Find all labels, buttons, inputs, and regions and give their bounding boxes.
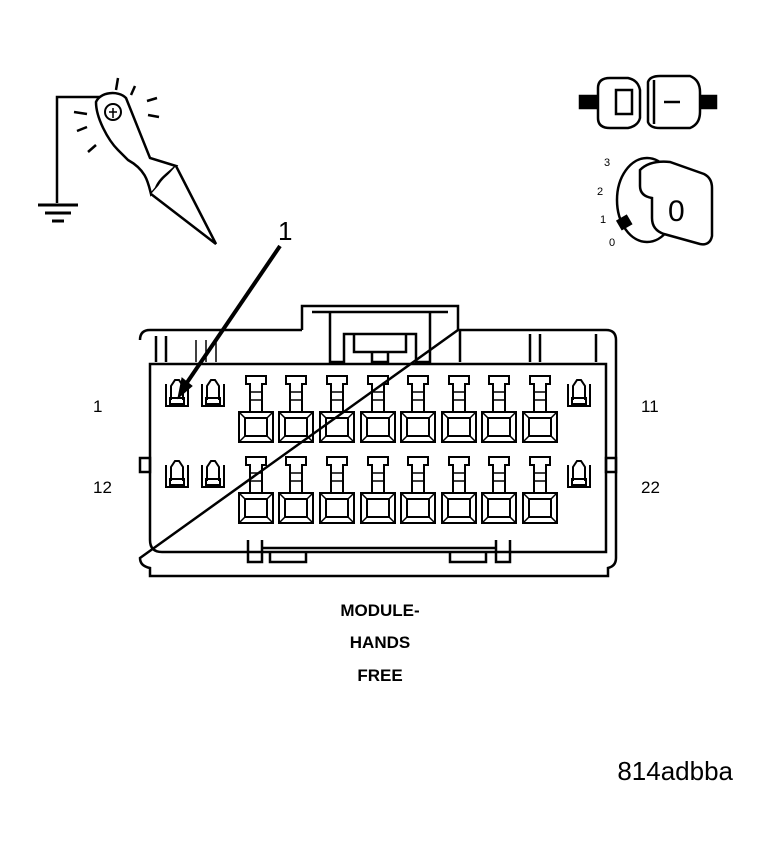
cavity-3 <box>238 375 274 443</box>
pin-number-11: 11 <box>641 397 659 416</box>
cavity-9 <box>481 375 517 443</box>
pin-number-1: 1 <box>93 397 102 416</box>
terminal-cavities <box>165 375 591 524</box>
cavity-11 <box>567 379 591 407</box>
callout-number: 1 <box>278 216 292 246</box>
cavity-6 <box>360 375 396 443</box>
cavity-10 <box>522 375 558 443</box>
ignition-position-1: 1 <box>600 214 606 226</box>
ignition-position-2: 2 <box>597 186 603 198</box>
cavity-14 <box>238 456 274 524</box>
cavity-19 <box>441 456 477 524</box>
cavity-12 <box>165 460 189 488</box>
figure-id: 814adbba <box>617 756 733 786</box>
caption-line-2: HANDS <box>350 633 410 652</box>
cavity-7 <box>400 375 436 443</box>
caption-line-1: MODULE- <box>340 601 419 620</box>
caption-line-3: FREE <box>357 666 402 685</box>
callout-arrow <box>177 244 282 400</box>
pin-number-22: 22 <box>641 478 660 497</box>
cavity-13 <box>201 460 225 488</box>
cavity-18 <box>400 456 436 524</box>
cavity-16 <box>319 456 355 524</box>
cavity-8 <box>441 375 477 443</box>
cavity-20 <box>481 456 517 524</box>
connector-housing <box>138 304 618 578</box>
cavity-2 <box>201 379 225 407</box>
cavity-4 <box>278 375 314 443</box>
connector-plug-icon <box>578 74 718 130</box>
cavity-15 <box>278 456 314 524</box>
ignition-position-3: 3 <box>604 157 610 169</box>
cavity-5 <box>319 375 355 443</box>
ground-probe-icon <box>38 77 218 245</box>
cavity-21 <box>522 456 558 524</box>
cavity-17 <box>360 456 396 524</box>
ignition-position-0: 0 <box>609 237 615 249</box>
ignition-key-icon <box>615 156 714 246</box>
cavity-22 <box>567 460 591 488</box>
pin-number-12: 12 <box>93 478 112 497</box>
key-symbol: 0 <box>668 195 685 228</box>
